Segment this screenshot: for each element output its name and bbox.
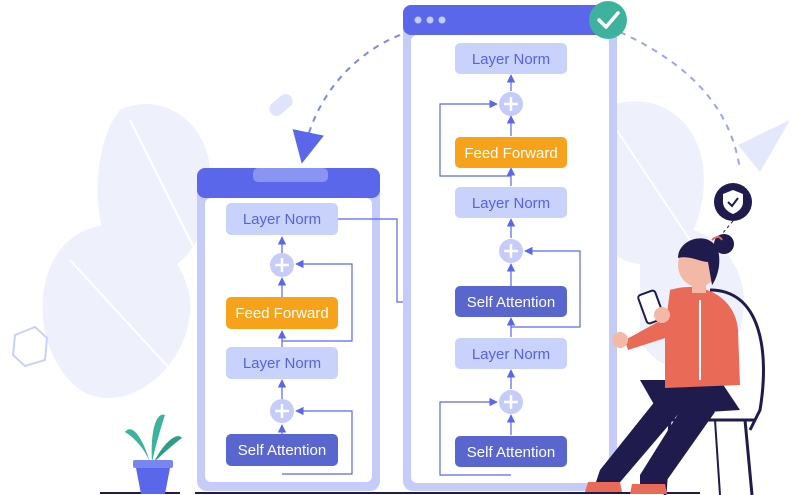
- background-foliage: [42, 101, 744, 398]
- dashed-connector-right: [619, 31, 741, 171]
- left-block-label: Self Attention: [238, 442, 326, 459]
- right-block-label: Self Attention: [467, 294, 555, 311]
- decor-paper-plane: [738, 120, 790, 172]
- window-dot: [426, 16, 434, 24]
- plus-icon: [504, 395, 518, 409]
- check-icon: [589, 1, 627, 39]
- decor-cube-left: [11, 325, 49, 368]
- decor-capsule: [269, 94, 293, 116]
- right-window-header: [403, 5, 617, 35]
- left-block-feed-forward: Feed Forward: [226, 297, 338, 329]
- right-block-label: Layer Norm: [472, 195, 550, 212]
- right-block-label: Layer Norm: [472, 51, 550, 68]
- right-plus-circle-2: [499, 239, 523, 263]
- right-block-label: Layer Norm: [472, 346, 550, 363]
- right-block-feed-forward: Feed Forward: [455, 137, 567, 168]
- left-plus-circle-bottom: [270, 399, 294, 423]
- left-window-tab: [253, 168, 328, 182]
- left-connectors: [277, 236, 353, 475]
- right-plus-circle-1: [499, 92, 523, 116]
- plus-icon: [504, 244, 518, 258]
- plus-icon: [275, 258, 289, 272]
- left-window-header: [197, 168, 380, 198]
- person-illustration: [585, 234, 765, 495]
- left-block-label: Layer Norm: [243, 355, 321, 372]
- left-block-layer-norm-top: Layer Norm: [226, 203, 338, 235]
- left-block-self-attention: Self Attention: [226, 434, 338, 466]
- window-dot: [414, 16, 422, 24]
- right-plus-circle-3: [499, 390, 523, 414]
- right-block-layer-norm-3: Layer Norm: [455, 338, 567, 369]
- left-block-label: Feed Forward: [235, 305, 328, 322]
- right-block-label: Self Attention: [467, 444, 555, 461]
- right-block-self-attention-top: Self Attention: [455, 286, 567, 317]
- left-block-layer-norm-mid: Layer Norm: [226, 347, 338, 379]
- right-block-layer-norm-top: Layer Norm: [455, 43, 567, 74]
- right-block-self-attention-bottom: Self Attention: [455, 436, 567, 467]
- potted-plant: [125, 414, 182, 494]
- right-connectors: [439, 74, 581, 476]
- left-plus-circle-top: [270, 253, 294, 277]
- right-block-layer-norm-2: Layer Norm: [455, 187, 567, 218]
- left-block-label: Layer Norm: [243, 211, 321, 228]
- plus-icon: [275, 404, 289, 418]
- background-leaf-veins: [69, 119, 691, 381]
- dashed-connector-left: [292, 34, 401, 164]
- shield-check-icon: [714, 183, 752, 221]
- window-dot: [438, 16, 446, 24]
- right-block-label: Feed Forward: [464, 145, 557, 162]
- plus-icon: [504, 97, 518, 111]
